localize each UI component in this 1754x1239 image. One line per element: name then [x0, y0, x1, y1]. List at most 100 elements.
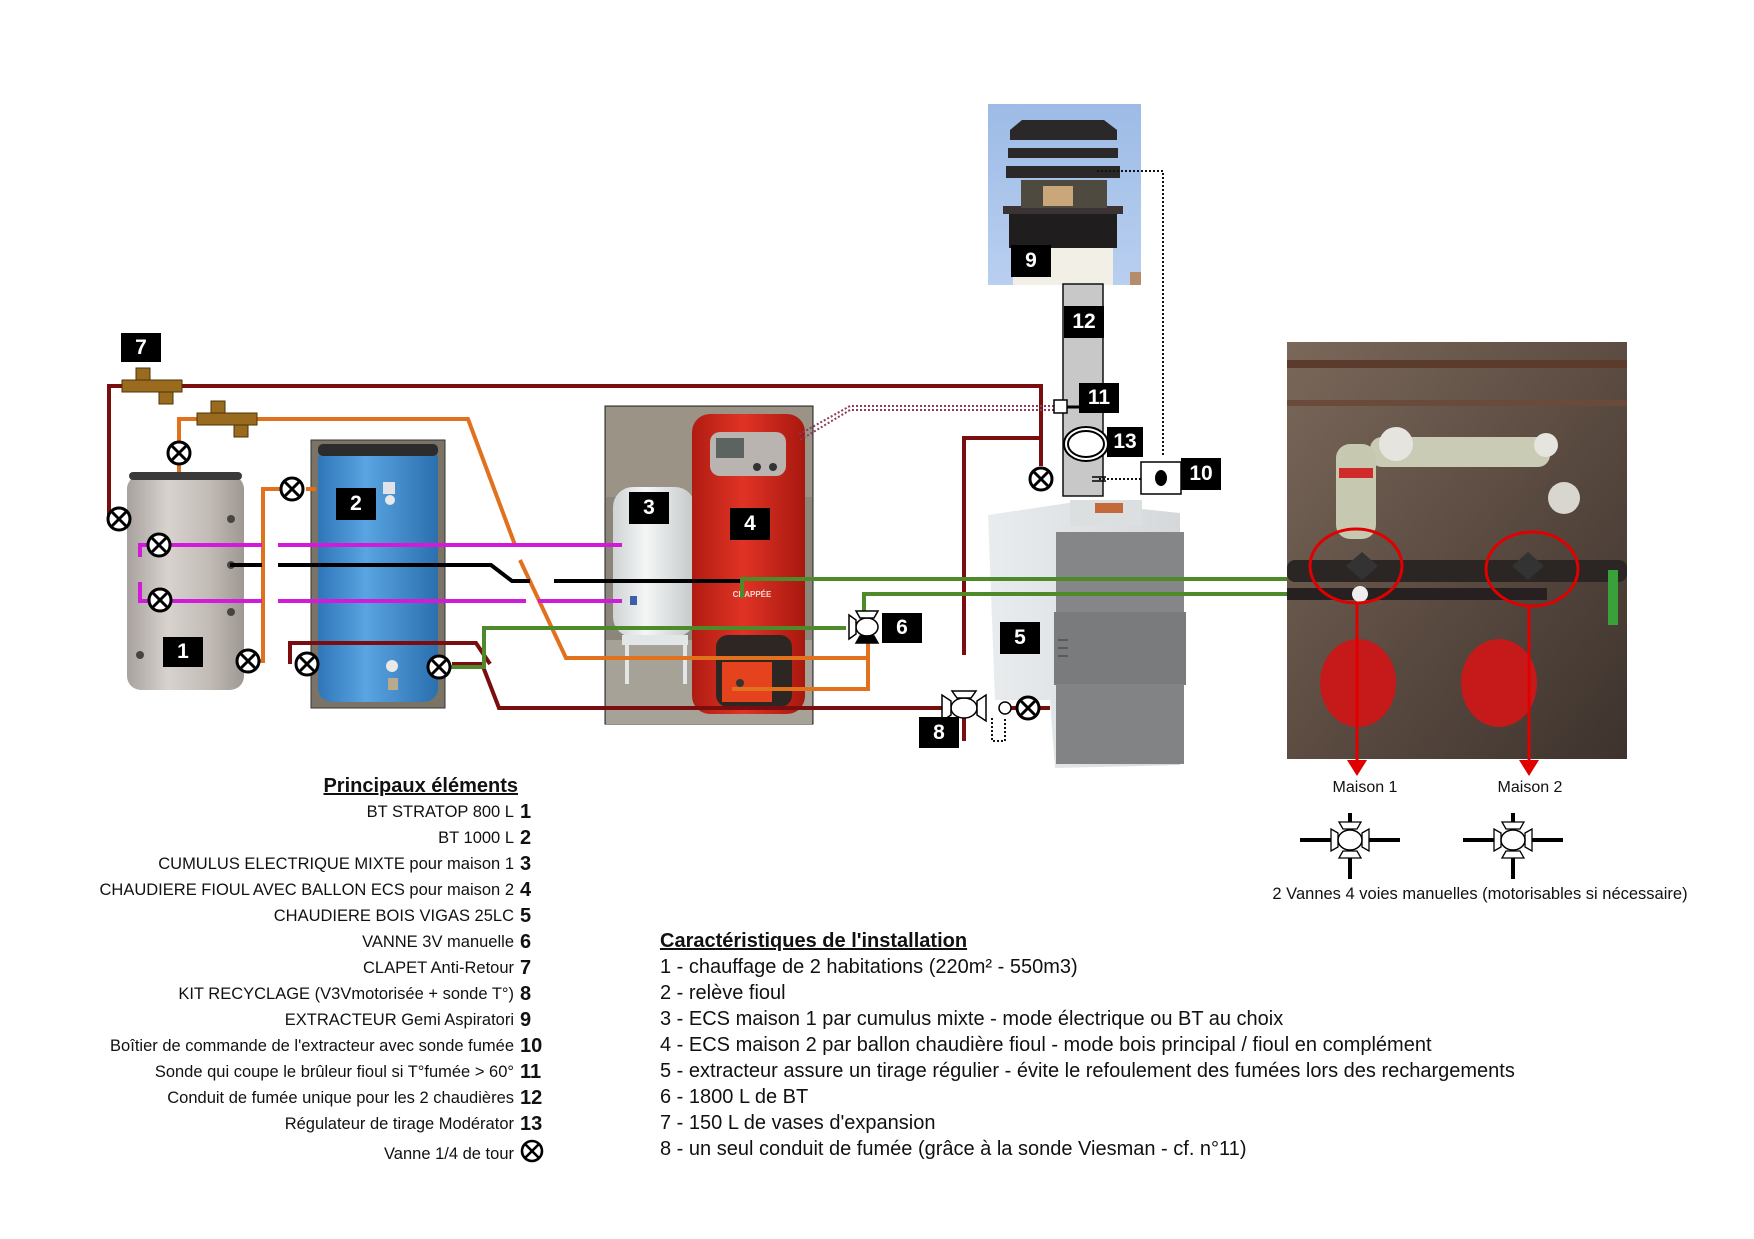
legend-item-key: 3 [520, 853, 532, 875]
check-valve-7b [196, 400, 258, 438]
tank-2-bt-1000 [310, 439, 446, 709]
quarter-turn-valve-icon[interactable] [279, 476, 305, 502]
legend-item-label: Boîtier de commande de l'extracteur avec… [110, 1037, 514, 1055]
badge-7: 7 [121, 333, 161, 362]
draught-regulator-13-icon [1063, 426, 1109, 462]
photo-cumulus-and-oil-boiler: CHAPPÉE [604, 405, 814, 725]
characteristic-line: 6 - 1800 L de BT [660, 1086, 809, 1108]
badge-3: 3 [629, 492, 669, 524]
characteristic-line: 8 - un seul conduit de fumée (grâce à la… [660, 1138, 1247, 1160]
legend-title: Principaux éléments [323, 775, 518, 797]
valve-quarter-turn-icon [520, 1139, 544, 1163]
badge-5: 5 [1000, 622, 1040, 654]
badge-1: 1 [163, 637, 203, 667]
legend-item-label: CHAUDIERE BOIS VIGAS 25LC [273, 907, 514, 925]
maison-2-valve-ring [1484, 530, 1580, 608]
chappee-brand-text: CHAPPÉE [733, 590, 772, 599]
legend-item-key: 6 [520, 931, 532, 953]
legend-item: CUMULUS ELECTRIQUE MIXTE pour maison 1 3 [158, 853, 552, 876]
legend-item-key: 10 [520, 1035, 543, 1057]
legend-item-key: 5 [520, 905, 532, 927]
legend-item-label: CLAPET Anti-Retour [362, 959, 514, 977]
legend-item-label: CHAUDIERE FIOUL AVEC BALLON ECS pour mai… [99, 881, 514, 899]
legend-item: Vanne 1/4 de tour [384, 1139, 552, 1169]
legend-item-label: KIT RECYCLAGE (V3Vmotorisée + sonde T°) [178, 985, 514, 1003]
badge-6: 6 [882, 613, 922, 643]
legend-item-label: Régulateur de tirage Modérator [284, 1115, 514, 1133]
legend-item-label: Conduit de fumée unique pour les 2 chaud… [167, 1089, 514, 1107]
legend-item-key: 9 [520, 1009, 532, 1031]
legend-item-label: BT 1000 L [438, 829, 514, 847]
quarter-turn-valve-icon[interactable] [1028, 466, 1054, 492]
quarter-turn-valve-icon[interactable] [235, 648, 261, 674]
legend-item-label: Sonde qui coupe le brûleur fioul si T°fu… [154, 1063, 514, 1081]
characteristic-line: 7 - 150 L de vases d'expansion [660, 1112, 936, 1134]
check-valve-7a [121, 367, 183, 405]
four-way-valve-maison-2-icon [1463, 813, 1563, 879]
legend-item-label: EXTRACTEUR Gemi Aspiratori [284, 1011, 514, 1029]
legend-item: Sonde qui coupe le brûleur fioul si T°fu… [155, 1061, 552, 1084]
legend-item: BT 1000 L 2 [438, 827, 552, 850]
legend-item: BT STRATOP 800 L 1 [367, 801, 552, 824]
characteristic-line: 1 - chauffage de 2 habitations (220m² - … [660, 956, 1078, 978]
maison-2-arrow-icon [1519, 760, 1539, 776]
legend-item-label: BT STRATOP 800 L [366, 803, 514, 821]
legend-main-elements: Principaux éléments BT STRATOP 800 L 1 BT… [60, 775, 552, 1175]
quarter-turn-valve-icon[interactable] [146, 532, 172, 558]
legend-item-key: 8 [520, 983, 532, 1005]
cellar-valves-photo [1287, 342, 1627, 759]
maison-1-label: Maison 1 [1332, 779, 1398, 796]
characteristic-line: 2 - relève fioul [660, 982, 786, 1004]
characteristics-title: Caractéristiques de l'installation [660, 930, 968, 952]
badge-10: 10 [1181, 458, 1221, 490]
maison-1-arrow-icon [1347, 760, 1367, 776]
badge-4: 4 [730, 508, 770, 540]
legend-item: Boîtier de commande de l'extracteur avec… [110, 1035, 552, 1058]
badge-9: 9 [1011, 245, 1051, 277]
wood-boiler-5 [988, 500, 1186, 768]
four-way-valve-maison-1-icon [1300, 813, 1400, 879]
quarter-turn-valve-icon[interactable] [426, 654, 452, 680]
legend-item: CHAUDIERE BOIS VIGAS 25LC 5 [274, 905, 552, 928]
badge-13: 13 [1107, 427, 1143, 457]
installation-characteristics: Caractéristiques de l'installation 1 - c… [660, 930, 1620, 1162]
badge-2: 2 [336, 488, 376, 520]
legend-item-label: VANNE 3V manuelle [362, 933, 514, 951]
three-way-valve-6-icon[interactable] [848, 610, 880, 644]
quarter-turn-valve-icon[interactable] [147, 587, 173, 613]
badge-11: 11 [1079, 383, 1119, 413]
legend-item: Régulateur de tirage Modérator 13 [285, 1113, 552, 1136]
three-way-valve-8-icon[interactable] [941, 690, 1012, 723]
legend-item-key: 4 [520, 879, 532, 901]
characteristic-line: 4 - ECS maison 2 par ballon chaudière fi… [660, 1034, 1432, 1056]
legend-item-key: 11 [520, 1061, 542, 1083]
legend-item-key: 13 [520, 1113, 543, 1135]
badge-12: 12 [1064, 306, 1104, 338]
legend-item: VANNE 3V manuelle 6 [362, 931, 552, 954]
legend-item-key: 2 [520, 827, 532, 849]
quarter-turn-valve-icon[interactable] [294, 651, 320, 677]
quarter-turn-valve-icon[interactable] [106, 506, 132, 532]
quarter-turn-valve-icon[interactable] [1015, 695, 1041, 721]
legend-item-label: Vanne 1/4 de tour [384, 1144, 514, 1163]
pipe-black [230, 563, 742, 583]
extractor-control-box-10-icon[interactable] [1140, 461, 1182, 495]
characteristic-line: 5 - extracteur assure un tirage régulier… [660, 1060, 1515, 1082]
legend-item-key: 7 [520, 957, 532, 979]
legend-item: CHAUDIERE FIOUL AVEC BALLON ECS pour mai… [100, 879, 552, 902]
maison-circuit-markers [1308, 527, 1580, 776]
legend-item-key: 12 [520, 1087, 543, 1109]
legend-item: EXTRACTEUR Gemi Aspiratori 9 [285, 1009, 552, 1032]
legend-item: KIT RECYCLAGE (V3Vmotorisée + sonde T°) 8 [178, 983, 552, 1006]
badge-8: 8 [919, 717, 959, 748]
legend-item-key [514, 1139, 552, 1169]
flue-sensor-11-icon [1053, 399, 1068, 414]
legend-item: CLAPET Anti-Retour 7 [363, 957, 552, 980]
legend-item-label: CUMULUS ELECTRIQUE MIXTE pour maison 1 [158, 855, 514, 873]
legend-item-key: 1 [520, 801, 532, 823]
legend-item: Conduit de fumée unique pour les 2 chaud… [167, 1087, 552, 1110]
four-way-valves-caption: 2 Vannes 4 voies manuelles (motorisables… [1272, 885, 1688, 903]
quarter-turn-valve-icon[interactable] [166, 440, 192, 466]
characteristic-line: 3 - ECS maison 1 par cumulus mixte - mod… [660, 1008, 1284, 1030]
